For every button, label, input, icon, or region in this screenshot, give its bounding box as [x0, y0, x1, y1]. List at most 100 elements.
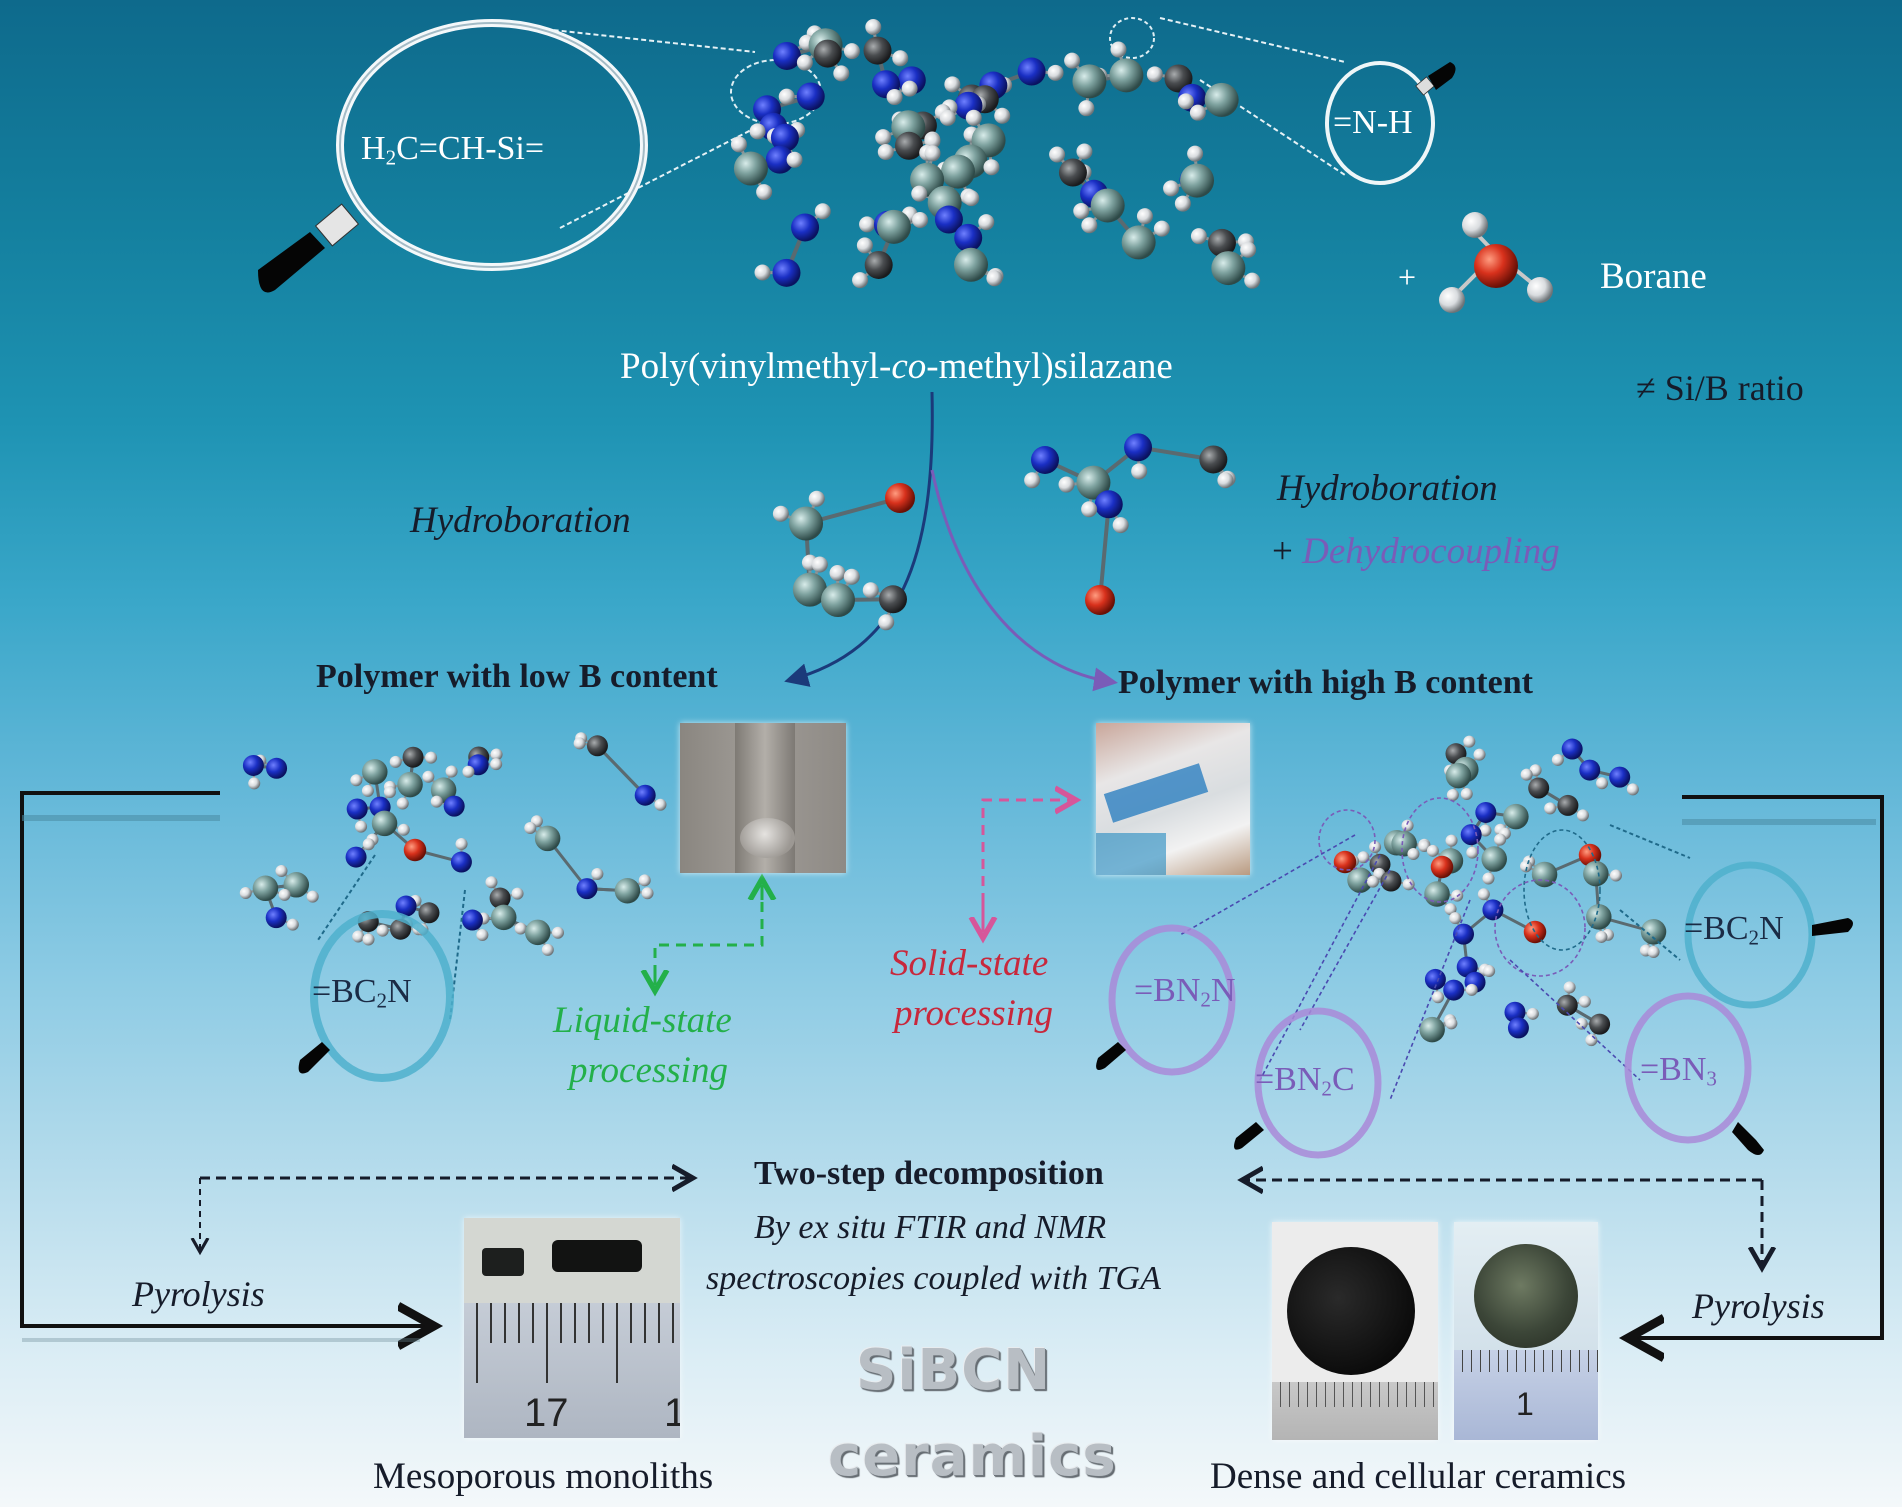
hydrogen-atom	[1465, 983, 1478, 996]
site-subscript: 2	[1200, 987, 1211, 1012]
low-b-polymer-label: Polymer with low B content	[316, 658, 718, 695]
hydrogen-atom	[862, 582, 879, 599]
hydrogen-atom	[1146, 66, 1163, 83]
hydrogen-atom	[541, 943, 554, 956]
hydrogen-atom	[811, 556, 828, 573]
silicon-atom	[1481, 846, 1507, 872]
borane-label: Borane	[1600, 256, 1707, 297]
site-bn2c: =BN2C	[1255, 1063, 1355, 1099]
nitrogen-atom	[1124, 433, 1153, 462]
magnifier-low-b-bc2n-icon	[298, 854, 466, 1082]
hydrogen-atom	[939, 109, 956, 126]
hydrogen-atom	[239, 887, 252, 900]
hydrogen-atom	[1110, 41, 1127, 58]
hydrogen-atom	[1174, 195, 1191, 212]
hydrogen-atom	[877, 143, 894, 160]
silicon-atom	[1076, 465, 1111, 500]
hydrogen-atom	[865, 18, 882, 35]
hydrogen-atom	[901, 80, 918, 97]
carbon-atom	[1164, 64, 1193, 93]
hydrogen-atom	[843, 568, 860, 585]
nitrogen-atom	[395, 895, 417, 917]
solid-state-label-line1: Solid-state	[890, 943, 1049, 984]
hydrogen-atom	[1073, 203, 1090, 220]
hydrogen-atom	[1049, 146, 1066, 163]
hydrogen-atom	[1479, 824, 1492, 837]
site-bn3: =BN3	[1640, 1053, 1717, 1089]
carbon-atom	[1528, 777, 1550, 799]
silicon-atom	[614, 878, 641, 904]
nitrogen-atom	[346, 798, 368, 820]
hydrogen-atom	[1462, 212, 1488, 238]
boron-atom	[1474, 244, 1518, 288]
borane-molecule	[1439, 212, 1553, 313]
hydrogen-atom	[638, 874, 651, 887]
site-prefix: =BC	[312, 973, 377, 1010]
nitrogen-atom	[954, 223, 983, 252]
silicon-atom	[283, 872, 310, 898]
hydrogen-atom	[808, 490, 825, 507]
hydrogen-atom	[1432, 991, 1445, 1004]
hydrogen-atom	[455, 838, 468, 851]
site-subscript: 2	[1321, 1076, 1332, 1101]
site-subscript: 2	[376, 988, 388, 1013]
arrow-to-high-b	[930, 469, 1118, 692]
hydrogen-atom	[1445, 1017, 1458, 1030]
hydrogen-atom	[833, 65, 850, 82]
carbon-atom	[894, 131, 923, 160]
sibcn-logo-line1: SiBCN	[856, 1338, 1052, 1403]
hydroboration-label-left: Hydroboration	[410, 500, 631, 541]
high-b-polymer-label: Polymer with high B content	[1118, 664, 1533, 701]
silicon-atom	[1419, 1016, 1445, 1043]
silicon-atom	[252, 875, 279, 902]
hydrogen-atom	[983, 159, 1000, 176]
ruler-label-1: 1	[1516, 1386, 1534, 1422]
boron-atom	[885, 483, 915, 513]
ruler: 17 1	[464, 1303, 680, 1438]
hydrogen-atom	[1551, 753, 1564, 766]
hydrogen-atom	[1563, 981, 1576, 994]
nitrogen-atom	[634, 784, 656, 806]
hydrogen-atom	[856, 237, 873, 254]
hydrogen-atom	[963, 190, 980, 207]
site-subscript: 3	[1706, 1066, 1717, 1091]
boron-atom	[1523, 920, 1547, 944]
liquid-processing-path	[653, 880, 764, 975]
hydrogen-atom	[551, 926, 564, 939]
hydrogen-atom	[1047, 64, 1064, 81]
silicon-atom	[397, 771, 423, 798]
site-bc2n-high-b: =BC2N	[1684, 912, 1784, 948]
hydrogen-atom	[1482, 872, 1495, 885]
precursor-molecule	[730, 18, 1261, 289]
hydrogen-atom	[1402, 878, 1415, 891]
hydrogen-atom	[886, 89, 903, 106]
nitrogen-atom	[1507, 1017, 1529, 1039]
hydrogen-atom	[362, 933, 375, 946]
hydrogen-atom	[641, 887, 654, 900]
right-pyrolysis-frame	[1632, 795, 1884, 1338]
plus-sign: +	[1398, 259, 1417, 295]
silicon-atom	[1121, 225, 1156, 260]
hydrogen-atom	[1369, 840, 1382, 853]
mesoporous-monoliths-caption: Mesoporous monoliths	[373, 1456, 714, 1497]
decomposition-method-line2: spectroscopies coupled with TGA	[706, 1260, 1161, 1297]
silicon-atom	[1583, 860, 1609, 887]
hydrogen-atom	[730, 136, 747, 153]
ruler-label-partial: 1	[664, 1391, 680, 1435]
hydrogen-atom	[1526, 1007, 1539, 1020]
silicon-atom	[1180, 163, 1215, 198]
hydrogen-atom	[350, 774, 363, 787]
hydrogen-atom	[1626, 783, 1639, 796]
precursor-name-prefix: Poly(vinylmethyl-	[620, 346, 892, 387]
nitrogen-atom	[345, 846, 367, 868]
site-prefix: =BC	[1684, 910, 1749, 947]
hydrogen-atom	[859, 216, 876, 233]
hydrogen-atom	[754, 264, 771, 281]
site-subscript: 2	[1748, 925, 1760, 950]
site-suffix: N	[1210, 972, 1236, 1009]
hydrogen-atom	[524, 821, 537, 834]
nitrogen-atom	[461, 909, 483, 931]
carbon-atom	[418, 902, 440, 924]
silicon-atom	[821, 583, 855, 617]
